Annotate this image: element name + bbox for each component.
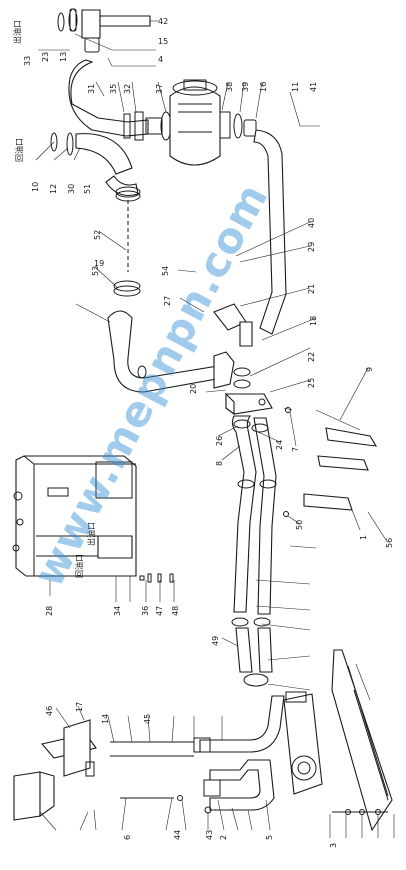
callout: 5: [265, 835, 274, 840]
motor-unit: [283, 691, 323, 795]
callout: 29: [307, 242, 316, 252]
callout: 3: [329, 843, 338, 848]
callout: 21: [307, 284, 316, 294]
callout: 39: [241, 82, 250, 92]
callout: 48: [171, 606, 180, 616]
fuel-tank: [12, 455, 137, 577]
callout: 8: [215, 461, 224, 466]
callout: 19: [94, 259, 104, 268]
callout: 27: [163, 296, 172, 306]
callout: 16: [259, 82, 268, 92]
return-inlet-assembly: [50, 132, 141, 202]
callout: 32: [123, 84, 132, 94]
mounting-brackets: [283, 427, 378, 517]
callout: 46: [45, 706, 54, 716]
callout: 50: [295, 520, 304, 530]
bottom-fasteners: [332, 809, 388, 815]
callout: 35: [109, 84, 118, 94]
outlet-fitting-assembly: [57, 8, 158, 53]
callout: 22: [307, 352, 316, 362]
callout: 41: [309, 82, 318, 92]
callout: 30: [67, 184, 76, 194]
callout: 38: [225, 82, 234, 92]
callout: 24: [275, 440, 284, 450]
callout: 53: [91, 266, 100, 276]
callout: 2: [219, 835, 228, 840]
callout: 42: [158, 17, 168, 26]
callout: 36: [141, 606, 150, 616]
right-return-line: [213, 129, 287, 347]
callout: 31: [87, 84, 96, 94]
fuel-pump: [145, 79, 257, 166]
callout: 37: [155, 84, 164, 94]
callout: 14: [101, 714, 110, 724]
callout: 44: [173, 830, 182, 840]
callout: 54: [161, 266, 170, 276]
outlet-pipe-to-pump: [68, 59, 149, 141]
twin-supply-hoses: [231, 415, 277, 687]
callout: 4: [158, 55, 163, 64]
callout: 11: [291, 82, 300, 92]
callout: 25: [307, 378, 316, 388]
callout: 1: [359, 535, 368, 540]
base-plate: [331, 649, 393, 832]
callout: 49: [211, 636, 220, 646]
callout: 18: [309, 316, 318, 326]
callout: 12: [49, 184, 58, 194]
callout: 17: [75, 702, 84, 712]
return-hose-lower: [107, 280, 223, 393]
callout: 10: [31, 182, 40, 192]
outlet-port-label: 出油口: [12, 20, 22, 44]
callout: 7: [291, 447, 300, 452]
callout: 34: [113, 606, 122, 616]
callout: 51: [83, 184, 92, 194]
outlet-port-label-small: 出油口: [86, 522, 96, 546]
callout: 45: [143, 714, 152, 724]
manifold-block: [213, 351, 293, 416]
mount-bracket-assembly: [13, 719, 194, 821]
callout: 13: [59, 52, 68, 62]
callout: 23: [41, 52, 50, 62]
callout: 15: [158, 37, 168, 46]
callout: 33: [23, 56, 32, 66]
bottom-hoses: [193, 695, 285, 814]
callout-numbers: 42 33 23 13 15 4 31 35 32 37 38 39 16 41…: [23, 17, 394, 848]
return-port-label-small: 回油口: [74, 554, 84, 578]
callout: 56: [385, 538, 394, 548]
callout: 43: [205, 830, 214, 840]
callout: 6: [123, 835, 132, 840]
callout: 52: [93, 230, 102, 240]
callout: 20: [189, 384, 198, 394]
callout: 26: [215, 436, 224, 446]
callout: 28: [45, 606, 54, 616]
tank-fasteners: [139, 573, 174, 583]
callout: 40: [307, 218, 316, 228]
leader-lines: [35, 33, 395, 838]
callout: 47: [155, 606, 164, 616]
callout: 9: [365, 367, 374, 372]
return-port-label: 回油口: [14, 138, 24, 162]
